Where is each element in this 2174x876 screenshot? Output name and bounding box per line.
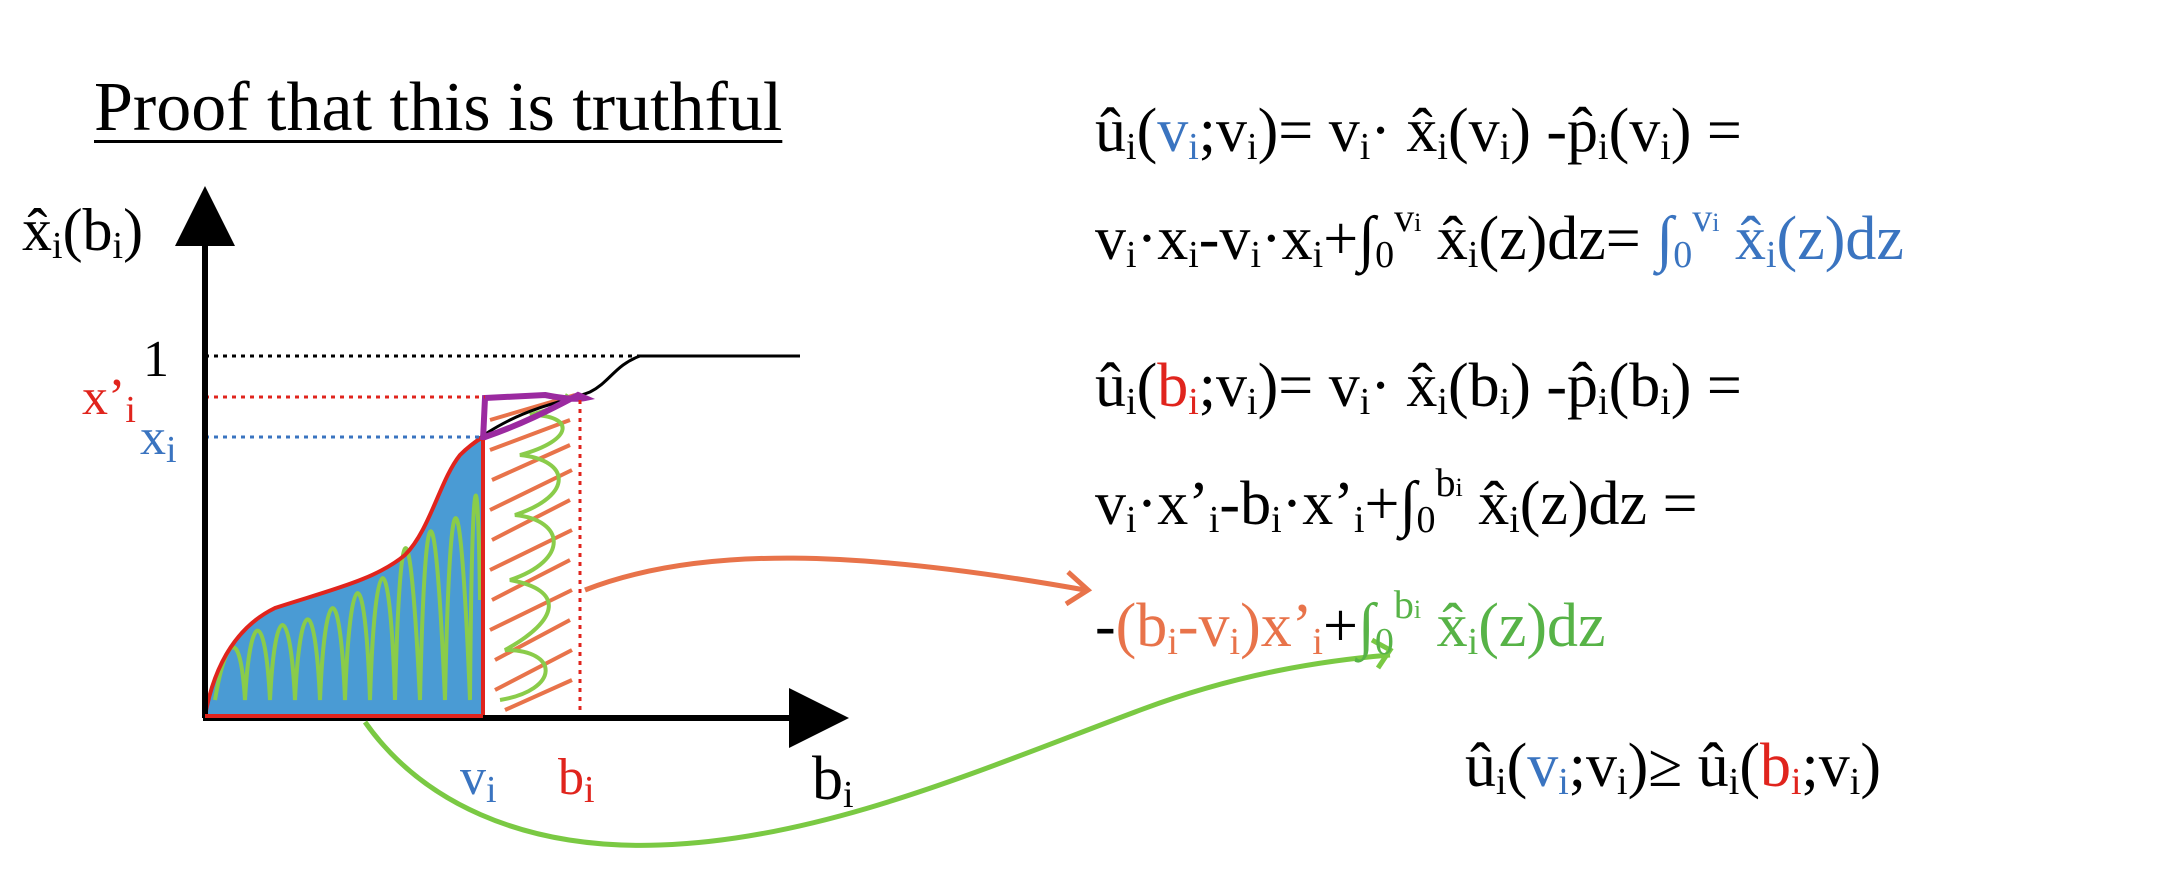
eq-conclusion: ûi(vi;vi)≥ ûi(bi;vi) (1465, 732, 1881, 803)
red-outline (202, 433, 485, 718)
label-x-prime: x’i (82, 369, 136, 431)
green-arrow (362, 652, 1391, 848)
eq-truthful-line1: ûi(vi;vi)= vi· x̂i(vi) -p̂i(vi) = (1095, 97, 1742, 168)
y-axis-label: x̂i(bi) (22, 197, 144, 267)
orange-arrow (584, 555, 1086, 593)
eq-truthful-line2: vi·xi-vi·xi+∫0vi x̂i(z)dz= ∫0vi x̂i(z)dz (1095, 195, 1904, 276)
eq-deviation-line3: -(bi-vi)x’i+∫0bi x̂i(z)dz (1095, 582, 1606, 663)
green-scribble-right (499, 393, 571, 702)
green-arrowhead (1370, 637, 1394, 670)
eq-deviation-line2: vi·x’i-bi·x’i+∫0bi x̂i(z)dz = (1095, 460, 1698, 541)
orange-arrowhead (1064, 570, 1093, 607)
label-b: bi (558, 749, 595, 811)
purple-outline (480, 391, 596, 441)
label-v: vi (460, 749, 497, 811)
slide-title: Proof that this is truthful (94, 69, 783, 146)
label-x: xi (140, 409, 177, 471)
x-axis-label: bi (812, 745, 854, 816)
orange-hatch-region (489, 393, 576, 712)
eq-deviation-line1: ûi(bi;vi)= vi· x̂i(bi) -p̂i(bi) = (1095, 352, 1742, 423)
green-scribble-left (213, 493, 482, 701)
label-one: 1 (143, 331, 169, 388)
